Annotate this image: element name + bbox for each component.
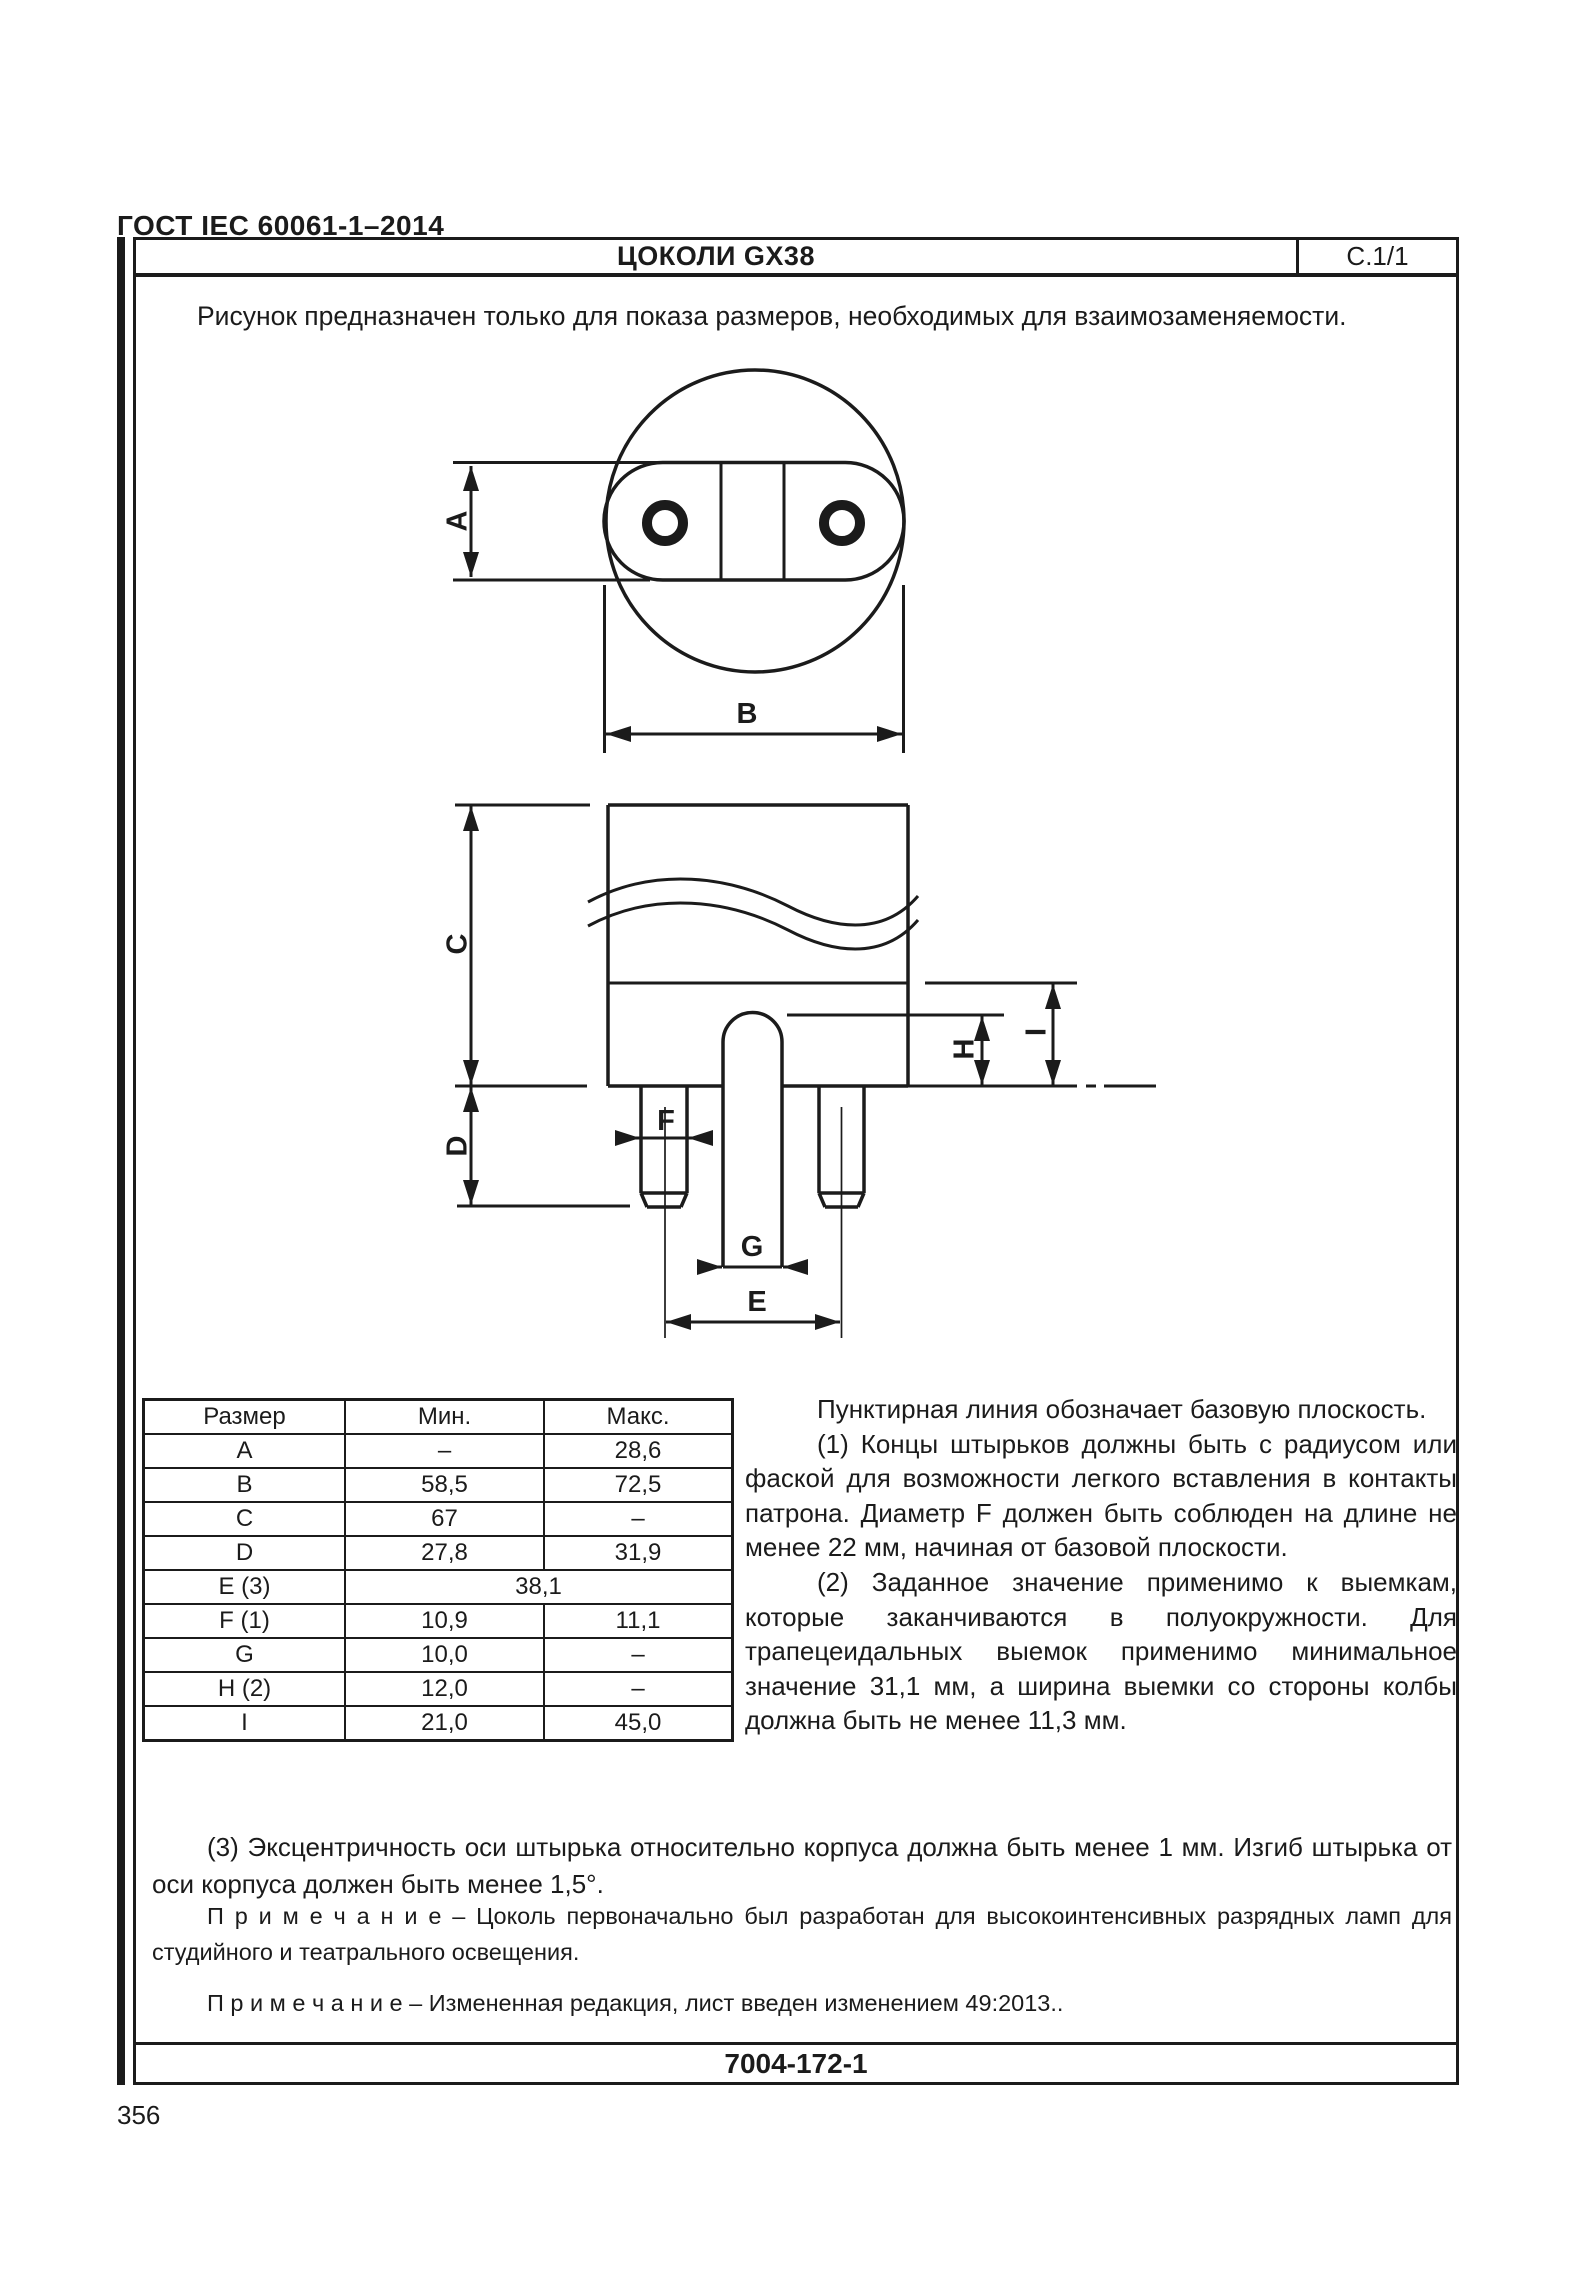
sheet-frame: ЦОКОЛИ GX38 С.1/1 7004-172-1 xyxy=(133,237,1459,2085)
remark-1: П р и м е ч а н и е – Цоколь первоначаль… xyxy=(152,1903,1452,1965)
dimension-drawing: A B xyxy=(442,368,1156,1338)
intro-paragraph: Рисунок предназначен только для показа р… xyxy=(197,301,1347,331)
note-2: (2) Заданное значение применимо к выемка… xyxy=(745,1566,1457,1736)
col-header-max: Макс. xyxy=(543,1398,734,1435)
dim-label-f: F xyxy=(657,1105,675,1137)
pin-hole-right xyxy=(819,500,865,546)
binding-edge-bar xyxy=(117,237,125,2085)
center-slot xyxy=(721,1010,784,1267)
table-header-row: Размер Мин. Макс. xyxy=(142,1398,734,1435)
dim-label-e: E xyxy=(747,1286,766,1318)
dim-label-b: B xyxy=(737,698,758,730)
break-line xyxy=(587,901,920,951)
sheet-footer-code: 7004-172-1 xyxy=(136,2042,1456,2082)
dim-label-g: G xyxy=(741,1231,764,1263)
table-row: A – 28,6 xyxy=(142,1433,734,1469)
break-line xyxy=(587,877,920,927)
table-row: F (1) 10,9 11,1 xyxy=(142,1603,734,1639)
cap-body-outline xyxy=(606,803,910,1088)
cap-face-outline xyxy=(602,460,906,582)
table-row: E (3) 38,1 xyxy=(142,1569,734,1605)
table-row: B 58,5 72,5 xyxy=(142,1467,734,1503)
dim-label-d: D xyxy=(442,1136,474,1157)
notes-column: Пунктирная линия обозначает базовую плос… xyxy=(745,1392,1457,1738)
top-view: A B xyxy=(442,368,906,753)
page-number: 356 xyxy=(117,2100,161,2130)
note-3-paragraph: (3) Эксцентричность оси штырька относите… xyxy=(152,1832,1452,1899)
pin-right xyxy=(817,1086,866,1338)
table-row: I 21,0 45,0 xyxy=(142,1705,734,1742)
table-row: C 67 – xyxy=(142,1501,734,1537)
side-view: C D F G E H I xyxy=(442,803,1156,1338)
sheet-title-row: ЦОКОЛИ GX38 С.1/1 xyxy=(136,240,1456,277)
table-row: G 10,0 – xyxy=(142,1637,734,1673)
dim-label-a: A xyxy=(442,510,474,531)
sheet-ref: С.1/1 xyxy=(1296,240,1456,273)
dim-label-h: H xyxy=(949,1039,981,1060)
dim-label-c: C xyxy=(442,933,474,954)
table-row: D 27,8 31,9 xyxy=(142,1535,734,1571)
col-header-min: Мин. xyxy=(344,1398,545,1435)
dimension-table: Размер Мин. Макс. A – 28,6 B 58,5 72,5 C… xyxy=(142,1398,734,1742)
merged-value-cell: 38,1 xyxy=(344,1569,734,1605)
dim-label-i: I xyxy=(1021,1028,1053,1036)
col-header-size: Размер xyxy=(142,1398,346,1435)
note-base-plane: Пунктирная линия обозначает базовую плос… xyxy=(817,1394,1427,1424)
sheet-title: ЦОКОЛИ GX38 xyxy=(617,241,815,271)
document-standard-number: ГОСТ IEC 60061-1–2014 xyxy=(117,210,445,241)
note-1: (1) Концы штырьков должны быть с радиусо… xyxy=(745,1428,1457,1563)
table-row: H (2) 12,0 – xyxy=(142,1671,734,1707)
remark-2: П р и м е ч а н и е – Измененная редакци… xyxy=(207,1990,1064,2016)
pin-hole-left xyxy=(642,500,688,546)
